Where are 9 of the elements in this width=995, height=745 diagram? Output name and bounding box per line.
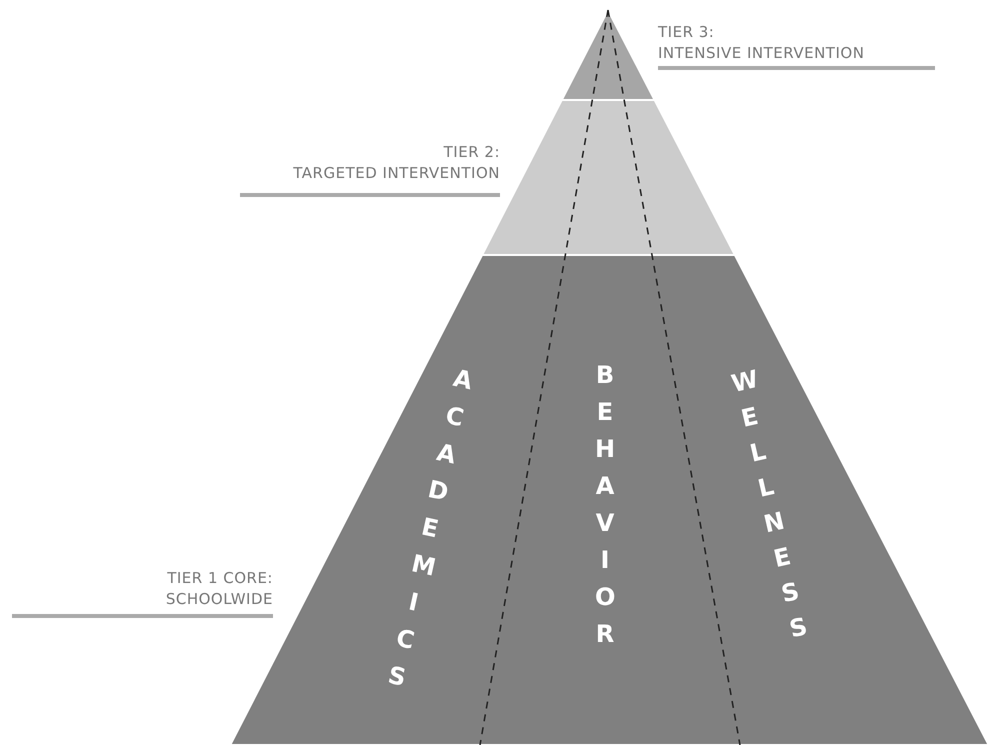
tier-heading: TIER 2: <box>444 142 500 162</box>
tier-heading: TIER 3: <box>658 22 714 42</box>
column-label: BEHAVIOR <box>595 360 615 650</box>
tier-name: SCHOOLWIDE <box>166 589 273 609</box>
column-label: WELLNESS <box>728 364 811 646</box>
tier-heading: TIER 1 CORE: <box>167 568 273 588</box>
tier-name: TARGETED INTERVENTION <box>293 163 500 183</box>
tier-name: INTENSIVE INTERVENTION <box>658 43 864 63</box>
column-label: ACADEMICS <box>384 362 476 694</box>
